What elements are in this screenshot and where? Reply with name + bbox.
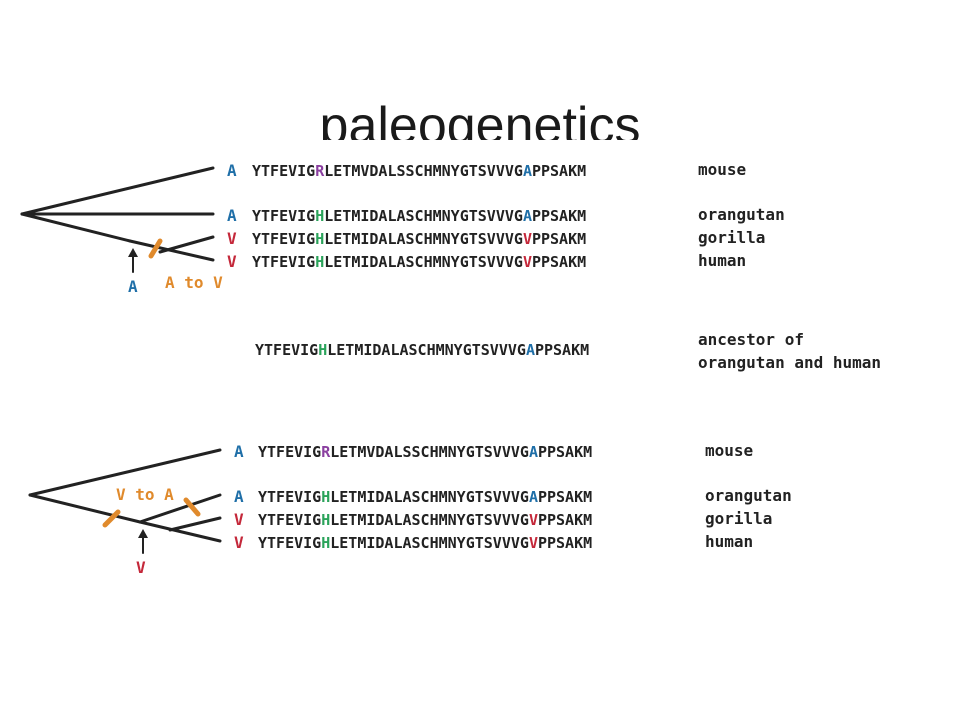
top-residue-human: V bbox=[227, 252, 237, 271]
bottom-seq-mouse: YTFEVIGRLETMVDALSSCHMNYGTSVVVGAPPSAKM bbox=[258, 443, 592, 461]
top-row-human: V YTFEVIGHLETMIDALASCHMNYGTSVVVGVPPSAKM … bbox=[227, 251, 746, 271]
top-change-tick bbox=[148, 238, 163, 259]
bottom-seq-orangutan: YTFEVIGHLETMIDALASCHMNYGTSVVVGAPPSAKM bbox=[258, 488, 592, 506]
slide-title: paleogenetics bbox=[319, 97, 641, 140]
bottom-branch-ape-stem bbox=[28, 493, 142, 524]
bottom-residue-orangutan: A bbox=[234, 487, 244, 506]
bottom-row-orangutan: A YTFEVIGHLETMIDALASCHMNYGTSVVVGAPPSAKM … bbox=[234, 486, 792, 506]
bottom-branch-mouse bbox=[28, 448, 222, 497]
bottom-node-arrow-head bbox=[138, 529, 148, 538]
bottom-branch-human bbox=[138, 520, 222, 543]
top-name-mouse: mouse bbox=[698, 160, 746, 179]
bottom-name-human: human bbox=[705, 532, 753, 551]
bottom-seq-human: YTFEVIGHLETMIDALASCHMNYGTSVVVGVPPSAKM bbox=[258, 534, 592, 552]
top-tree bbox=[20, 166, 215, 273]
top-row-gorilla: V YTFEVIGHLETMIDALASCHMNYGTSVVVGVPPSAKM … bbox=[227, 228, 765, 248]
bottom-change-tick-orangutan bbox=[183, 497, 201, 517]
bottom-name-orangutan: orangutan bbox=[705, 486, 792, 505]
top-row-orangutan: A YTFEVIGHLETMIDALASCHMNYGTSVVVGAPPSAKM … bbox=[227, 205, 785, 225]
top-residue-gorilla: V bbox=[227, 229, 237, 248]
top-name-gorilla: gorilla bbox=[698, 228, 765, 247]
top-seq-human: YTFEVIGHLETMIDALASCHMNYGTSVVVGVPPSAKM bbox=[252, 253, 586, 271]
top-seq-mouse: YTFEVIGRLETMVDALSSCHMNYGTSVVVGAPPSAKM bbox=[252, 162, 586, 180]
top-name-orangutan: orangutan bbox=[698, 205, 785, 224]
bottom-change-label: V to A bbox=[116, 485, 174, 504]
ancestor-label-line2: orangutan and human bbox=[698, 353, 881, 372]
phylogeny-figure: A A to V A YTFEVIGRLETMVDALSSCHMNYGTSVVV… bbox=[0, 140, 960, 600]
top-alignment: A YTFEVIGRLETMVDALSSCHMNYGTSVVVGAPPSAKM … bbox=[227, 160, 785, 271]
top-node-arrow-head bbox=[128, 248, 138, 257]
top-residue-orangutan: A bbox=[227, 206, 237, 225]
top-node-label: A bbox=[128, 277, 138, 296]
top-name-human: human bbox=[698, 251, 746, 270]
top-seq-orangutan: YTFEVIGHLETMIDALASCHMNYGTSVVVGAPPSAKM bbox=[252, 207, 586, 225]
bottom-alignment: A YTFEVIGRLETMVDALSSCHMNYGTSVVVGAPPSAKM … bbox=[234, 441, 792, 552]
top-change-label: A to V bbox=[165, 273, 223, 292]
ancestor-label-line1: ancestor of bbox=[698, 330, 804, 349]
ancestor-row: YTFEVIGHLETMIDALASCHMNYGTSVVVGAPPSAKM an… bbox=[255, 330, 881, 372]
bottom-row-mouse: A YTFEVIGRLETMVDALSSCHMNYGTSVVVGAPPSAKM … bbox=[234, 441, 753, 461]
bottom-residue-mouse: A bbox=[234, 442, 244, 461]
bottom-name-gorilla: gorilla bbox=[705, 509, 772, 528]
top-seq-gorilla: YTFEVIGHLETMIDALASCHMNYGTSVVVGVPPSAKM bbox=[252, 230, 586, 248]
bottom-change-tick-stem bbox=[102, 509, 121, 528]
bottom-residue-gorilla: V bbox=[234, 510, 244, 529]
bottom-branch-gorilla bbox=[168, 516, 222, 532]
bottom-seq-gorilla: YTFEVIGHLETMIDALASCHMNYGTSVVVGVPPSAKM bbox=[258, 511, 592, 529]
bottom-row-gorilla: V YTFEVIGHLETMIDALASCHMNYGTSVVVGVPPSAKM … bbox=[234, 509, 772, 529]
top-branch-mouse bbox=[20, 166, 215, 216]
bottom-branch-orangutan bbox=[138, 493, 222, 524]
top-row-mouse: A YTFEVIGRLETMVDALSSCHMNYGTSVVVGAPPSAKM … bbox=[227, 160, 746, 180]
bottom-residue-human: V bbox=[234, 533, 244, 552]
bottom-node-label: V bbox=[136, 558, 146, 577]
bottom-tree bbox=[28, 448, 222, 554]
bottom-name-mouse: mouse bbox=[705, 441, 753, 460]
top-branch-human bbox=[128, 239, 215, 262]
bottom-row-human: V YTFEVIGHLETMIDALASCHMNYGTSVVVGVPPSAKM … bbox=[234, 532, 753, 552]
top-residue-mouse: A bbox=[227, 161, 237, 180]
ancestor-seq: YTFEVIGHLETMIDALASCHMNYGTSVVVGAPPSAKM bbox=[255, 341, 589, 359]
top-branch-ape-stem bbox=[20, 212, 132, 243]
